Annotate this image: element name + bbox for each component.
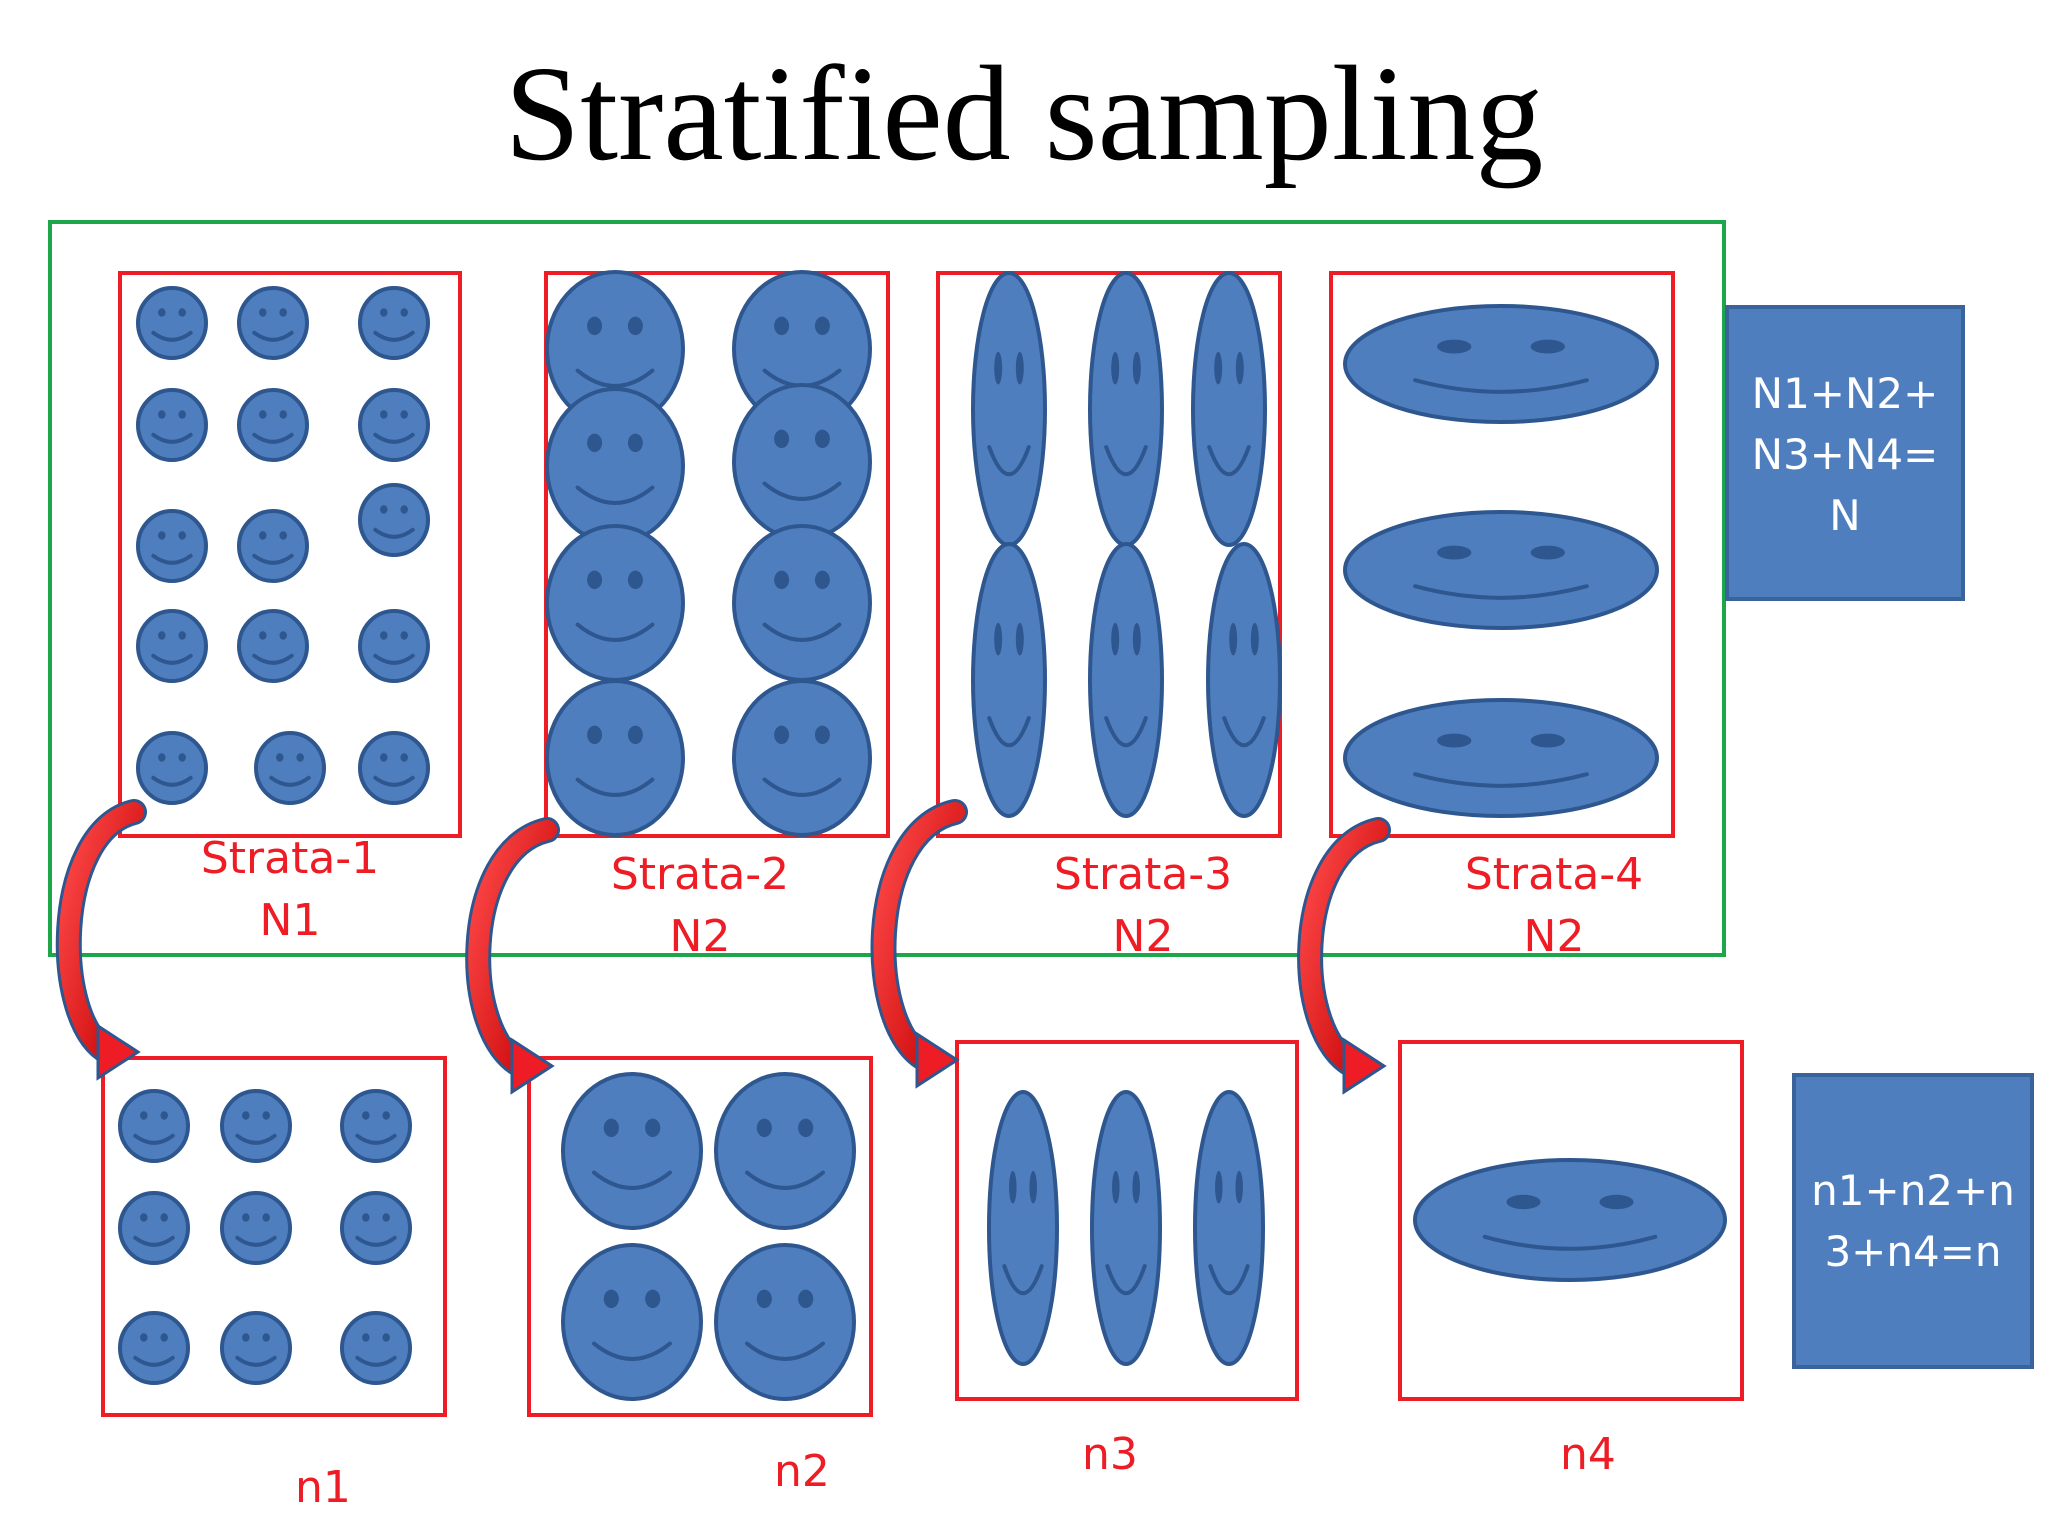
strata-4-size: N2 <box>1524 911 1585 962</box>
smiley-face-icon <box>1343 304 1659 424</box>
smiley-face-icon <box>358 286 430 360</box>
smiley-face-icon <box>1090 1090 1162 1366</box>
smiley-face-icon <box>254 731 326 805</box>
smiley-face-icon <box>1206 542 1282 818</box>
sample-box-2 <box>527 1056 873 1417</box>
strata-3-size: N2 <box>1113 911 1174 962</box>
sample-total-box <box>1792 1073 2034 1369</box>
smiley-face-icon <box>545 387 685 545</box>
sample-3-label: n3 <box>1082 1429 1138 1480</box>
smiley-face-icon <box>971 542 1047 818</box>
curved-arrow-icon <box>870 799 968 1089</box>
smiley-face-icon <box>1191 271 1267 547</box>
smiley-face-icon <box>118 1311 190 1385</box>
strata-box-2 <box>544 271 890 838</box>
strata-2-size: N2 <box>670 911 731 962</box>
smiley-face-icon <box>561 1243 703 1401</box>
smiley-face-icon <box>732 679 872 837</box>
curved-arrow-icon <box>1297 817 1391 1095</box>
strata-3-name: Strata-3 <box>1054 849 1232 900</box>
smiley-face-icon <box>340 1089 412 1163</box>
sample-box-4 <box>1398 1040 1744 1401</box>
sample-2-label: n2 <box>774 1446 830 1497</box>
smiley-face-icon <box>358 609 430 683</box>
smiley-face-icon <box>358 483 430 557</box>
smiley-face-icon <box>136 609 208 683</box>
sample-1-label: n1 <box>295 1462 351 1513</box>
population-total-line-2: N3+N4= <box>1752 430 1939 479</box>
population-total-line-3: N <box>1829 491 1860 540</box>
smiley-face-icon <box>987 1090 1059 1366</box>
smiley-face-icon <box>220 1089 292 1163</box>
smiley-face-icon <box>1343 698 1659 818</box>
smiley-face-icon <box>220 1311 292 1385</box>
strata-box-1 <box>118 271 462 838</box>
page-title: Stratified sampling <box>504 39 1544 189</box>
smiley-face-icon <box>136 731 208 805</box>
smiley-face-icon <box>1413 1158 1727 1282</box>
sample-4-label: n4 <box>1560 1429 1616 1480</box>
smiley-face-icon <box>136 388 208 462</box>
smiley-face-icon <box>358 731 430 805</box>
smiley-face-icon <box>714 1072 856 1230</box>
smiley-face-icon <box>136 509 208 583</box>
sample-total-line-1: n1+n2+n <box>1811 1166 2015 1215</box>
sample-total-line-2: 3+n4=n <box>1824 1227 2001 1276</box>
strata-1-name: Strata-1 <box>201 833 379 884</box>
strata-4-name: Strata-4 <box>1465 849 1643 900</box>
smiley-face-icon <box>732 383 872 541</box>
population-total-line-1: N1+N2+ <box>1752 369 1939 418</box>
smiley-face-icon <box>561 1072 703 1230</box>
smiley-face-icon <box>136 286 208 360</box>
sample-box-1 <box>101 1056 447 1417</box>
smiley-face-icon <box>237 388 309 462</box>
sample-box-3 <box>955 1040 1299 1401</box>
smiley-face-icon <box>732 524 872 682</box>
smiley-face-icon <box>1193 1090 1265 1366</box>
smiley-face-icon <box>545 679 685 837</box>
smiley-face-icon <box>340 1191 412 1265</box>
strata-2-name: Strata-2 <box>611 849 789 900</box>
smiley-face-icon <box>971 271 1047 547</box>
strata-box-3 <box>936 271 1282 838</box>
smiley-face-icon <box>220 1191 292 1265</box>
smiley-face-icon <box>714 1243 856 1401</box>
smiley-face-icon <box>545 524 685 682</box>
smiley-face-icon <box>237 509 309 583</box>
smiley-face-icon <box>545 270 685 428</box>
smiley-face-icon <box>1088 271 1164 547</box>
smiley-face-icon <box>340 1311 412 1385</box>
smiley-face-icon <box>358 388 430 462</box>
smiley-face-icon <box>118 1191 190 1265</box>
strata-1-size: N1 <box>260 895 321 946</box>
strata-box-4 <box>1329 271 1675 838</box>
smiley-face-icon <box>1088 542 1164 818</box>
smiley-face-icon <box>237 286 309 360</box>
smiley-face-icon <box>1343 510 1659 630</box>
curved-arrow-icon <box>465 817 560 1095</box>
population-total-box <box>1725 305 1965 601</box>
smiley-face-icon <box>237 609 309 683</box>
smiley-face-icon <box>118 1089 190 1163</box>
curved-arrow-icon <box>55 799 147 1081</box>
